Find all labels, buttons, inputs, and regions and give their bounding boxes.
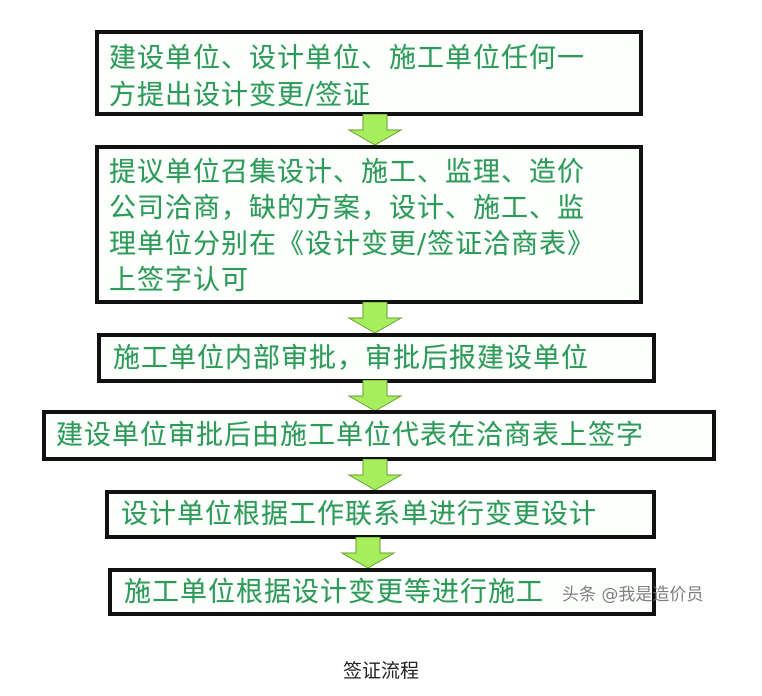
- down-arrow-icon: [345, 380, 405, 412]
- flow-step-6: 施工单位根据设计变更等进行施工: [108, 568, 656, 616]
- down-arrow-icon: [338, 537, 398, 569]
- flow-step-1: 建设单位、设计单位、施工单位任何一 方提出设计变更/签证: [95, 30, 643, 116]
- flow-step-5: 设计单位根据工作联系单进行变更设计: [105, 490, 656, 539]
- figure-caption: 签证流程: [342, 660, 419, 682]
- flow-step-4: 建设单位审批后由施工单位代表在洽商表上签字: [42, 410, 716, 461]
- down-arrow-icon: [345, 459, 405, 491]
- flow-step-2: 提议单位召集设计、施工、监理、造价 公司洽商，缺的方案，设计、施工、监 理单位分…: [95, 145, 643, 304]
- down-arrow-icon: [345, 114, 405, 146]
- down-arrow-icon: [345, 302, 405, 334]
- flow-step-3: 施工单位内部审批，审批后报建设单位: [97, 333, 656, 383]
- watermark: 头条 @我是造价员: [562, 585, 704, 605]
